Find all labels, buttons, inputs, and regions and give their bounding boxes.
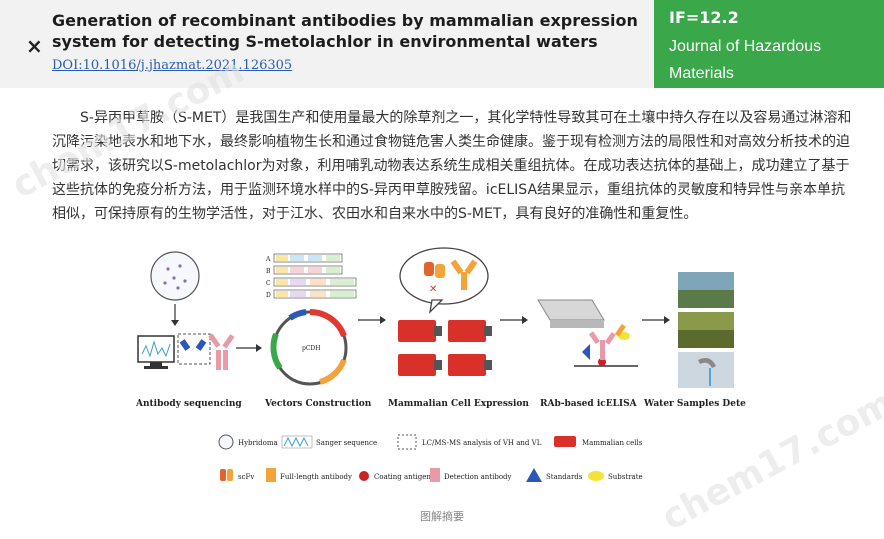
close-icon[interactable]: × [26, 34, 43, 58]
computer-icon [137, 335, 175, 369]
hybridoma-dish-icon [150, 251, 200, 301]
construct-rows [273, 253, 357, 299]
antibody-seq-icon [179, 333, 235, 370]
journal-panel: IF=12.2 Journal of Hazardous Materials [654, 0, 884, 88]
svg-text:Full-length antibody: Full-length antibody [280, 473, 352, 481]
svg-text:Hybridoma: Hybridoma [238, 439, 278, 447]
step-label: Antibody sequencing [135, 399, 242, 409]
step-label: Mammalian Cell Expression [388, 399, 529, 409]
legend: scFv Full-length antibody Coating antige… [220, 468, 643, 482]
icelisa-icon [574, 323, 638, 367]
speech-bubble: ✕ [399, 247, 489, 314]
doi-link[interactable]: DOI:10.1016/j.jhazmat.2021.126305 [52, 58, 293, 73]
flask-icons [398, 320, 492, 376]
title-panel: × Generation of recombinant antibodies b… [0, 0, 653, 88]
svg-text:scFv: scFv [238, 473, 254, 481]
elisa-plate-icon [537, 299, 605, 328]
svg-text:Mammalian cells: Mammalian cells [582, 439, 643, 447]
row-label: B [266, 268, 271, 275]
graphical-abstract: A B C D pCDH ✕ [130, 236, 772, 500]
step-label: Water Samples Detection [643, 399, 746, 409]
row-label: C [266, 280, 271, 287]
svg-text:Sanger sequence: Sanger sequence [316, 439, 377, 447]
article-title: Generation of recombinant antibodies by … [52, 11, 638, 51]
legend: Hybridoma Sanger sequence LC/MS-MS analy… [218, 434, 643, 450]
plasmid-icon [270, 308, 348, 386]
svg-text:Substrate: Substrate [608, 473, 643, 481]
step-label: Vectors Construction [264, 399, 372, 409]
row-label: A [265, 256, 271, 263]
svg-text:Detection antibody: Detection antibody [444, 473, 512, 481]
row-label: D [266, 292, 271, 299]
water-photos [678, 272, 734, 388]
plasmid-label: pCDH [302, 345, 320, 352]
figure-caption: 图解摘要 [420, 510, 464, 523]
impact-factor: IF=12.2 [669, 8, 739, 27]
svg-text:LC/MS-MS analysis of VH and VL: LC/MS-MS analysis of VH and VL [422, 439, 542, 447]
article-header: × Generation of recombinant antibodies b… [0, 0, 884, 88]
graphical-abstract-svg: A B C D pCDH ✕ [135, 247, 772, 482]
journal-name: Journal of Hazardous Materials [669, 38, 822, 82]
abstract-text: S-异丙甲草胺（S-MET）是我国生产和使用量最大的除草剂之一，其化学特性导致其… [52, 110, 852, 222]
svg-text:Coating antigen: Coating antigen [374, 473, 431, 481]
svg-text:Standards: Standards [546, 473, 583, 481]
step-label: RAb-based icELISA [540, 399, 638, 409]
svg-text:✕: ✕ [429, 284, 437, 295]
